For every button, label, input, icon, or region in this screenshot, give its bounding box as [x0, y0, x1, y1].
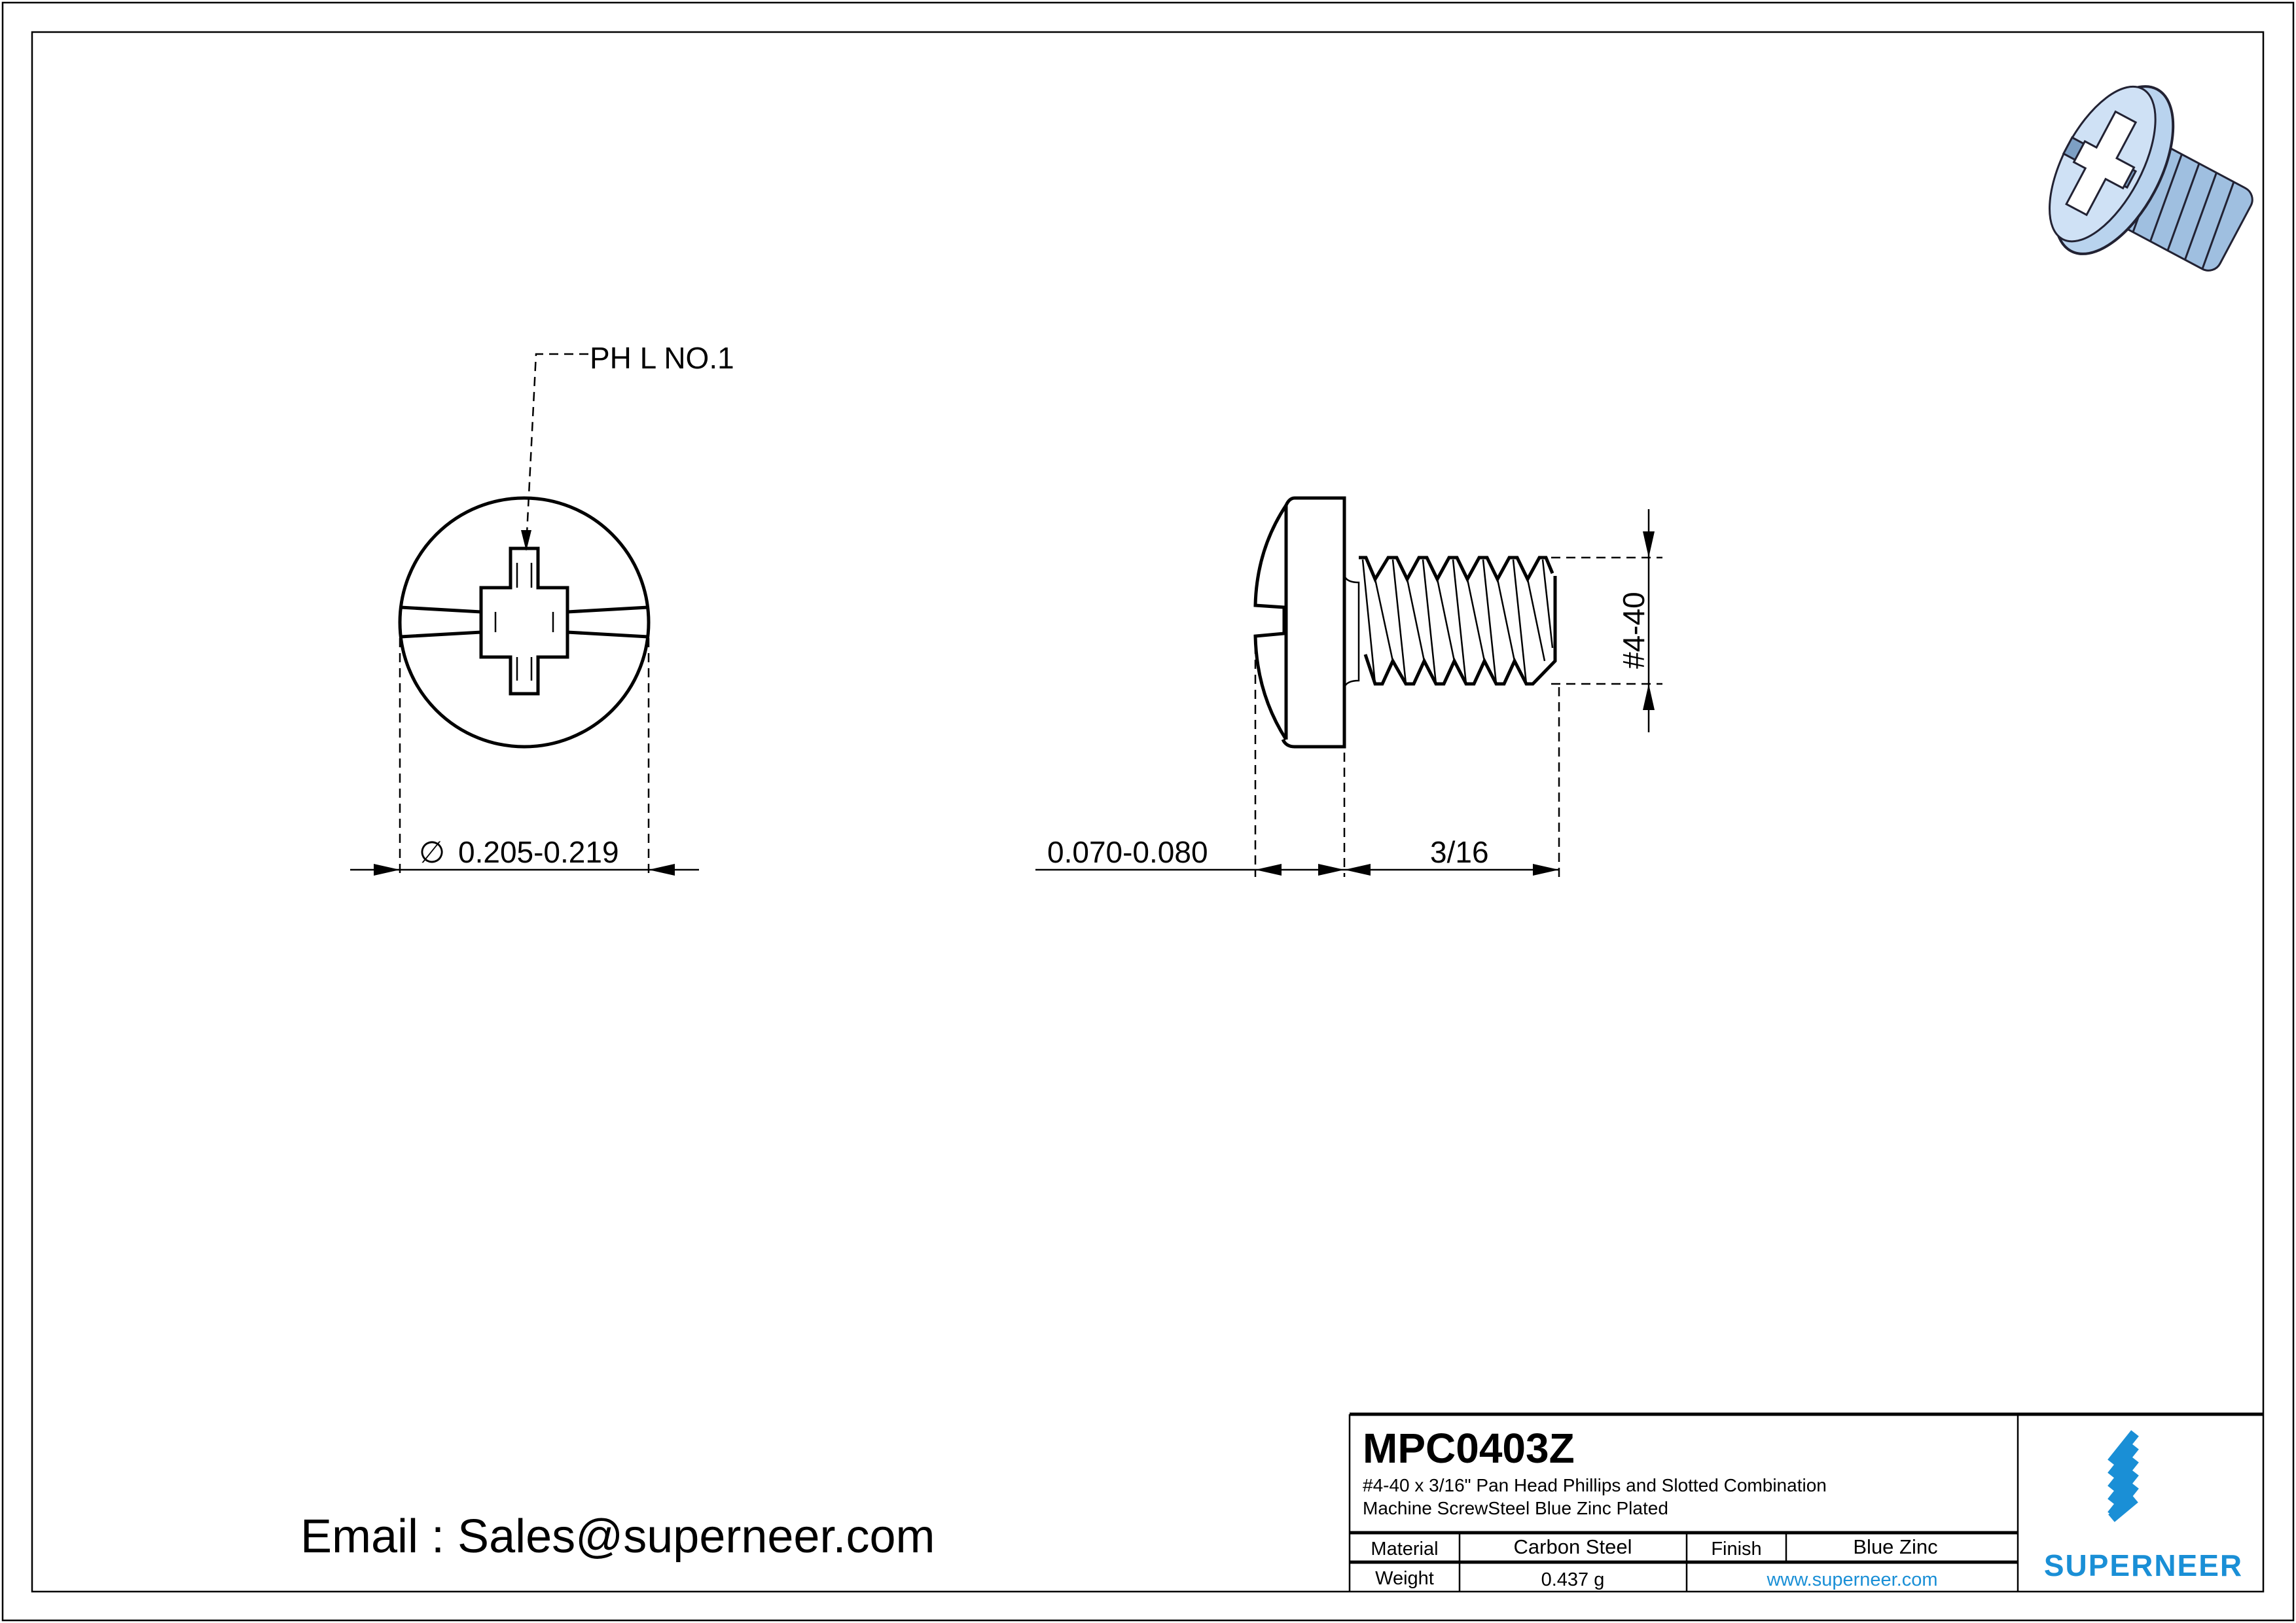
finish-label: Finish	[1711, 1539, 1761, 1560]
description-line1: #4-40 x 3/16" Pan Head Phillips and Slot…	[1363, 1475, 1827, 1495]
head-height-value: 0.070-0.080	[1047, 835, 1208, 869]
screw-3d-render	[2049, 85, 2253, 272]
diameter-symbol: ∅	[419, 835, 445, 869]
inner-border	[31, 31, 2265, 1593]
thread-dimension: #4-40	[1551, 509, 1662, 732]
phillips-callout: PH L NO.1	[521, 341, 734, 551]
finish-value: Blue Zinc	[1853, 1535, 1937, 1558]
diameter-dimension: ∅ 0.205-0.219	[350, 638, 699, 877]
email-contact: Email : Sales@superneer.com	[300, 1510, 935, 1563]
website-link[interactable]: www.superneer.com	[1766, 1569, 1937, 1590]
logo-text: SUPERNEER	[2044, 1548, 2243, 1582]
material-value: Carbon Steel	[1514, 1535, 1632, 1558]
callout-label: PH L NO.1	[590, 341, 734, 375]
front-view	[398, 496, 651, 749]
head-diameter-value: 0.205-0.219	[458, 835, 619, 869]
weight-label: Weight	[1375, 1568, 1434, 1589]
weight-value: 0.437 g	[1541, 1569, 1605, 1590]
length-dimensions: 0.070-0.080 3/16	[1035, 645, 1560, 877]
superneer-logo: SUPERNEER	[2044, 1430, 2243, 1582]
part-number: MPC0403Z	[1363, 1425, 1575, 1472]
thread-size-value: #4-40	[1617, 592, 1651, 669]
material-label: Material	[1371, 1539, 1438, 1560]
title-block: MPC0403Z #4-40 x 3/16" Pan Head Phillips…	[1348, 1412, 2263, 1592]
side-view	[1253, 496, 1557, 749]
description-line2: Machine ScrewSteel Blue Zinc Plated	[1363, 1498, 1668, 1518]
length-value: 3/16	[1430, 835, 1489, 869]
logo-stripes-icon	[2108, 1430, 2139, 1522]
